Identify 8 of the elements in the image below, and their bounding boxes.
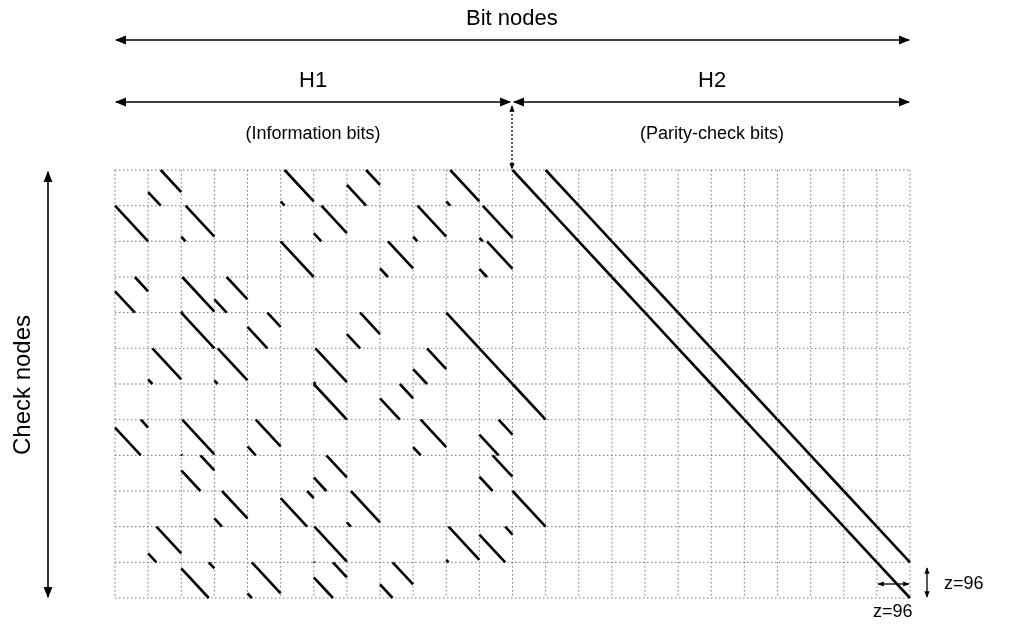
- section-subtitle: (Parity-check bits): [640, 124, 785, 142]
- dimension-label: z=96: [873, 602, 913, 620]
- section-subtitle: (Information bits): [245, 124, 381, 142]
- axis-title: Bit nodes: [466, 7, 558, 29]
- section-title: H2: [698, 69, 727, 91]
- axis-title: Check nodes: [10, 314, 35, 456]
- section-title: H1: [299, 69, 328, 91]
- dimension-label: z=96: [944, 574, 984, 592]
